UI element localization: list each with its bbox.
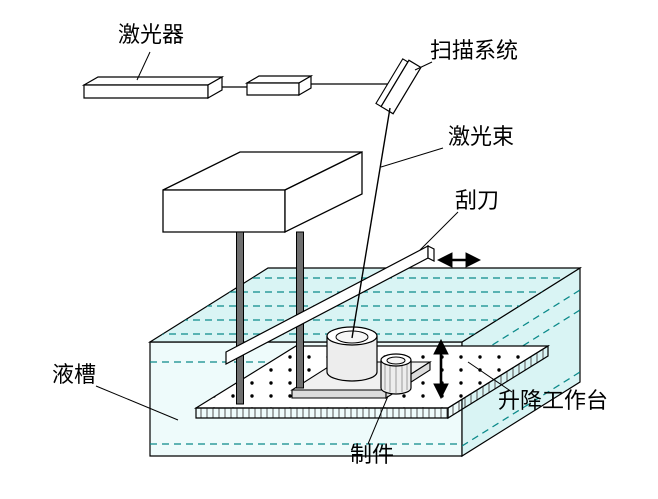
part-label: 制件: [350, 442, 394, 467]
scanner-mirror: [375, 58, 422, 115]
laser-box1-top: [81, 76, 225, 86]
gantry-frame: [162, 150, 363, 405]
gantry-right-face: [284, 150, 363, 234]
built-part: [290, 326, 432, 400]
part-pointer-line: [367, 395, 389, 445]
beam-pointer-line: [380, 147, 444, 168]
laser-source: [81, 74, 392, 100]
laser-box1-front: [83, 84, 209, 99]
tank-pointer-line: [95, 385, 179, 421]
worktable-pointer-line: [467, 361, 513, 393]
gantry-column-right: [296, 231, 304, 389]
scraper-label: 刮刀: [455, 188, 499, 213]
tank-label: 液槽: [52, 362, 96, 387]
part-boss-hatch: [384, 363, 408, 393]
scanner-pointer-line: [414, 61, 433, 71]
scraper-end-face: [427, 245, 435, 262]
gantry-column-left: [236, 231, 244, 405]
laser-beam-line: [351, 107, 391, 339]
platform-front-edge: [195, 407, 449, 419]
scraper-pointer-line: [419, 211, 459, 251]
gantry-front-face: [162, 189, 286, 233]
pointer-lines: [95, 51, 513, 445]
part-base-front: [291, 389, 387, 399]
laser-box2-front: [246, 82, 300, 96]
laser-box1-right: [207, 75, 223, 100]
worktable-label: 升降工作台: [498, 388, 608, 413]
laser-pointer-line: [136, 51, 151, 81]
beam-label: 激光束: [448, 124, 514, 149]
mirror-face: [380, 59, 422, 115]
scanner-label: 扫描系统: [430, 38, 518, 63]
laser-box2-right: [298, 74, 312, 97]
laser-label: 激光器: [118, 22, 184, 47]
part-boss-bore: [386, 356, 406, 365]
part-cylinder-body: [326, 336, 378, 382]
